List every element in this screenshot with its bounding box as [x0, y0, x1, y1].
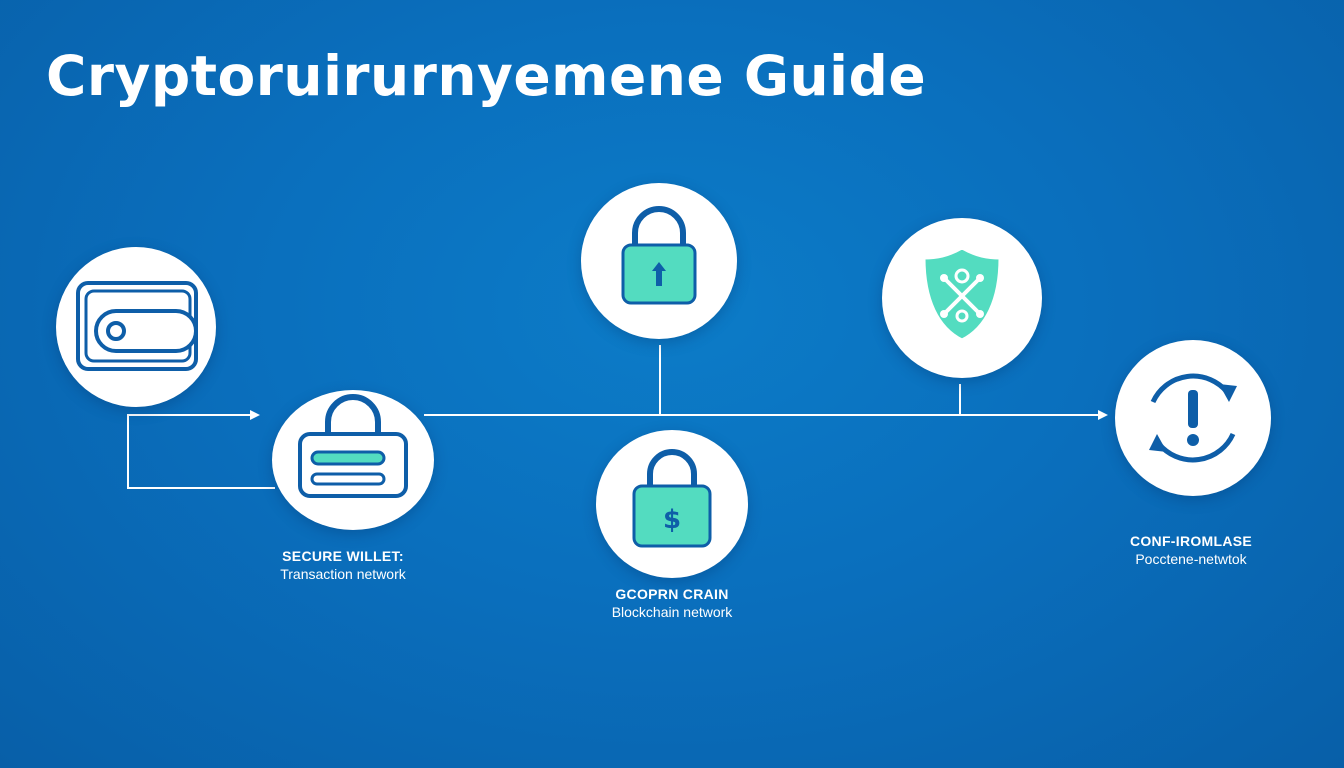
secure-wallet-subtitle: Transaction network [280, 566, 406, 582]
padlock-icon [621, 206, 697, 305]
confirm-title: CONF-IROMLASE [1129, 533, 1253, 549]
blockchain-subtitle: Blockchain network [611, 604, 733, 620]
secure-wallet-title: SECURE WILLET: [282, 548, 404, 564]
shield-node [882, 218, 1042, 378]
secure-wallet-node [272, 390, 434, 530]
dollar-padlock-icon: $ [632, 449, 712, 548]
connector-wallet-loop [127, 410, 275, 489]
shield-network-icon [922, 246, 1002, 342]
confirm-subtitle: Pocctene-netwtok [1135, 551, 1247, 567]
lock-node [581, 183, 737, 339]
blockchain-node: $ [596, 430, 748, 578]
blockchain-title: GCOPRN CRAIN [615, 586, 729, 602]
wallet-icon [76, 281, 198, 371]
page-title: Cryptoruirurnyemene Guide [46, 44, 927, 108]
confirm-label: CONF-IROMLASE Pocctene-netwtok [1091, 532, 1291, 568]
wallet-node [56, 247, 216, 407]
secure-wallet-label: SECURE WILLET: Transaction network [243, 547, 443, 583]
blockchain-label: GCOPRN CRAIN Blockchain network [572, 585, 772, 621]
svg-text:$: $ [663, 505, 681, 535]
alert-refresh-icon [1149, 373, 1237, 463]
padlock-card-icon [298, 394, 408, 498]
confirm-node [1115, 340, 1271, 496]
